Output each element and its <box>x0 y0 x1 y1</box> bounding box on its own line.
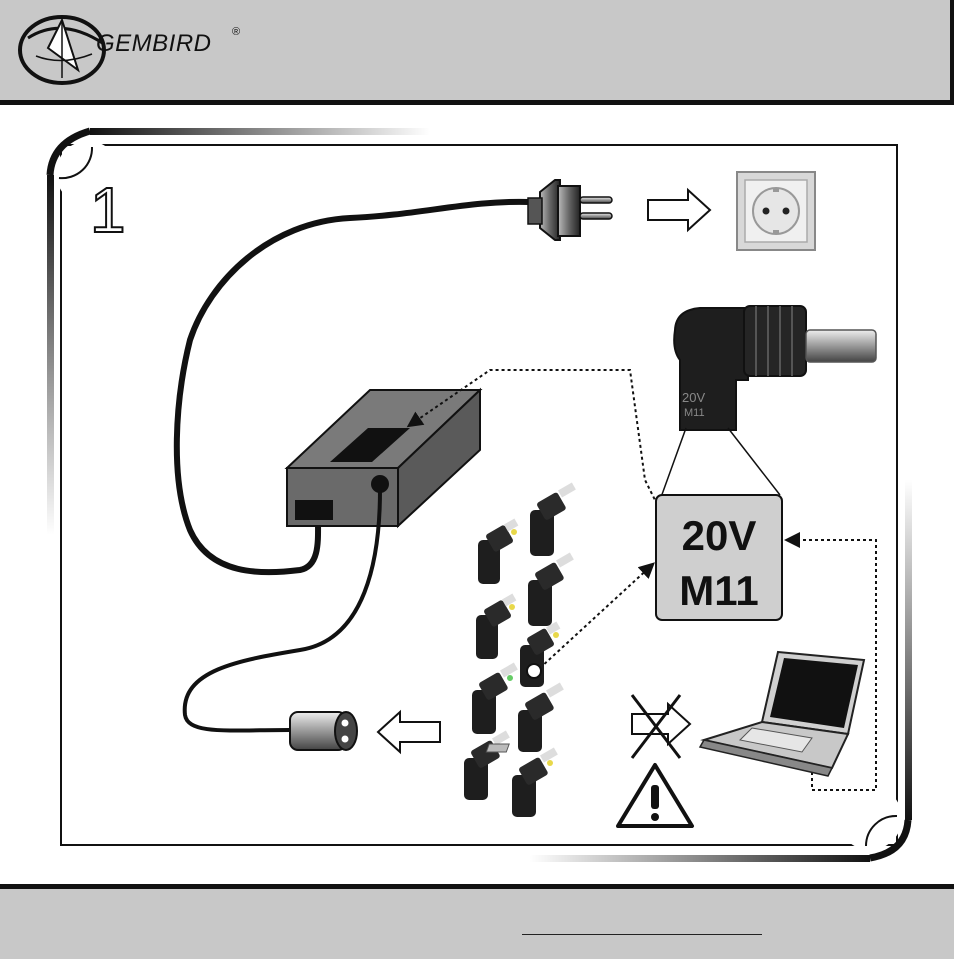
small-tip-3 <box>528 553 574 626</box>
tip-marking-line2: M11 <box>684 407 705 419</box>
footer-underline <box>522 934 762 935</box>
small-tip-7 <box>518 683 564 752</box>
small-tip-6 <box>472 663 518 734</box>
crossed-arrow-icon <box>632 695 690 758</box>
wall-plug-icon <box>528 180 612 240</box>
wall-socket-icon <box>737 172 815 250</box>
arrow-left-icon <box>378 712 440 752</box>
footer-bar <box>0 884 954 959</box>
tip-connector-icon: 20V M11 <box>674 306 876 430</box>
warning-icon <box>618 765 692 826</box>
dc-connector-icon <box>290 712 357 750</box>
tip-marking-line1: 20V <box>682 390 705 405</box>
tip-label-model: M11 <box>679 567 758 614</box>
arrow-right-icon <box>648 190 710 230</box>
step-number: 1 <box>90 174 126 246</box>
small-tip-8 <box>464 731 510 800</box>
small-tip-1 <box>478 519 518 584</box>
tip-label-voltage: 20V <box>682 512 757 559</box>
small-tip-9 <box>512 748 558 817</box>
small-tip-4 <box>476 594 516 659</box>
tip-label-box: 20V M11 <box>656 495 782 620</box>
small-tip-2 <box>530 483 576 556</box>
power-adapter-icon <box>287 390 480 526</box>
